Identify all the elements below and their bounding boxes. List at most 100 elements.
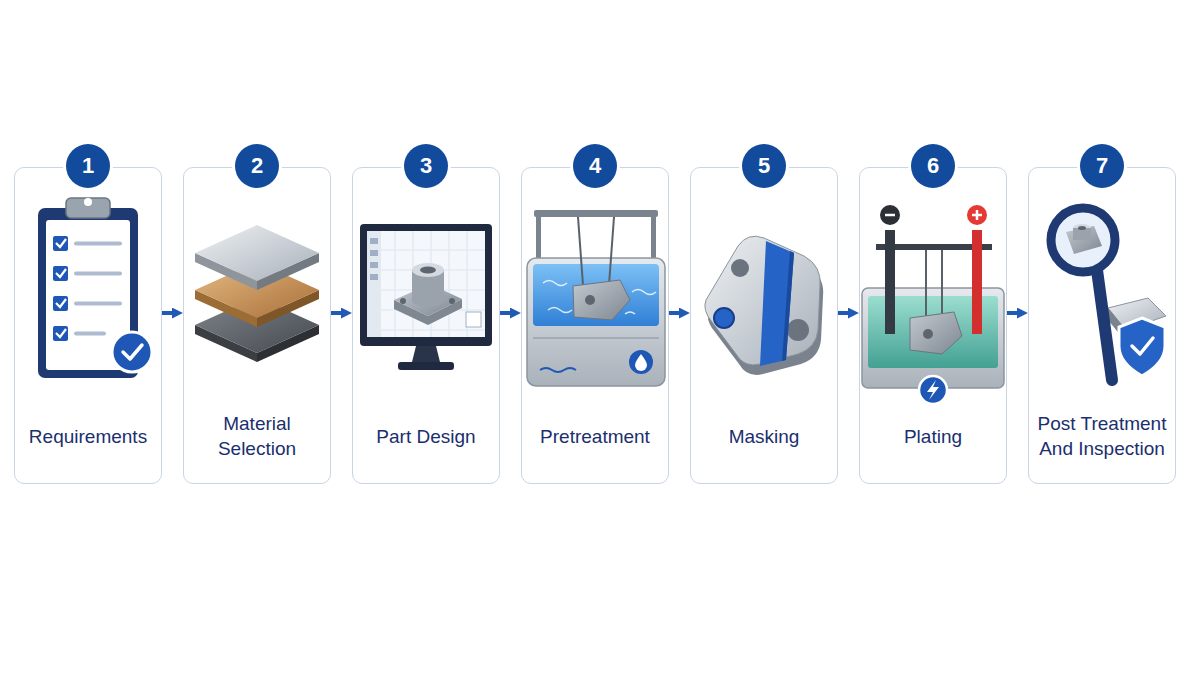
part-hole [787,319,809,341]
checkbox [53,326,68,341]
flow-arrow [331,311,348,315]
minus-sign [885,214,895,217]
tank-body [527,258,665,386]
step-label: Part Design [376,425,475,450]
part-hole [400,298,406,304]
hanger-wire [578,217,583,285]
water-ripples [543,281,656,315]
flow-arrow [500,311,517,315]
monitor-frame [360,224,492,346]
label-area: Post Treatment And Inspection [1029,406,1175,468]
step-number: 7 [1096,155,1108,177]
step-number-badge: 3 [404,144,448,188]
hanging-part [573,280,630,320]
part-bore [1078,226,1086,230]
flow-arrow [669,311,686,315]
check-mark [56,299,66,307]
water-badge [629,350,653,374]
tool-icon [370,250,378,256]
label-area: Pretreatment [522,406,668,468]
cleaning-bath [533,264,659,326]
flow-arrow [1007,311,1024,315]
part-hole [449,298,455,304]
list-line [76,302,120,306]
cad-monitor-icon [360,224,492,370]
check-mark [56,269,66,277]
list-line [76,272,120,276]
magnifier-handle [1097,270,1112,380]
masking-tape [760,241,794,366]
check-mark [56,239,66,247]
monitor-stand [412,346,440,362]
tape-edge [782,251,794,361]
step-label: Masking [729,425,800,450]
power-badge [919,376,947,404]
step-number: 6 [927,155,939,177]
step-number-badge: 2 [235,144,279,188]
step-number: 5 [758,155,770,177]
negative-terminal [880,205,900,225]
cleaning-tank-icon [527,210,665,386]
part-boss [412,293,444,307]
label-area: Plating [860,406,1006,468]
magnifier-lens [1051,208,1115,272]
tool-icon [370,238,378,244]
step-card: Pretreatment4 [521,167,669,484]
cathode-bar [885,230,895,334]
step-number-badge: 5 [742,144,786,188]
step-card: Masking5 [690,167,838,484]
plated-part [910,312,962,354]
part-hole [731,259,749,277]
list-line [76,332,104,336]
clipboard-icon [38,198,152,378]
step-card: Plating6 [859,167,1007,484]
monitor-screen [367,231,485,337]
step-number: 4 [589,155,601,177]
positive-terminal [967,205,987,225]
inspection-icon [1051,208,1166,380]
monitor-foot [398,362,454,370]
step-number-badge: 6 [911,144,955,188]
anode-bar [972,230,982,334]
checkbox [53,266,68,281]
flow-arrow [838,311,855,315]
part-bore [420,267,436,274]
masked-part-icon [705,236,823,375]
step-number-badge: 7 [1080,144,1124,188]
part-hole [585,295,595,305]
wave-mark [540,368,576,372]
tank-body [862,288,1004,388]
step-label: Requirements [29,425,147,450]
approved-badge [112,332,152,372]
plating-tank-icon [862,205,1004,404]
step-number-badge: 1 [66,144,110,188]
step-card: Post Treatment And Inspection7 [1028,167,1176,484]
step-label: Post Treatment And Inspection [1034,412,1170,461]
tank-rim [533,337,659,339]
part-hole [923,329,933,339]
plus-sign [972,210,982,220]
hanger-wire [925,250,927,316]
step-label: Material Selection [189,412,325,461]
checkbox [53,236,68,251]
hanger-post [651,210,656,262]
quality-shield [1119,318,1165,376]
clip-hole [84,198,92,206]
label-area: Requirements [15,406,161,468]
aluminium-plate [195,225,319,281]
cad-toolbar [367,231,381,337]
step-label: Plating [904,425,962,450]
step-number: 2 [251,155,263,177]
step-card: Requirements1 [14,167,162,484]
label-area: Masking [691,406,837,468]
flow-arrow [162,311,179,315]
step-number: 3 [420,155,432,177]
step-card: Material Selection2 [183,167,331,484]
material-plates-icon [195,225,319,362]
check-mark [56,329,66,337]
step-card: Part Design3 [352,167,500,484]
